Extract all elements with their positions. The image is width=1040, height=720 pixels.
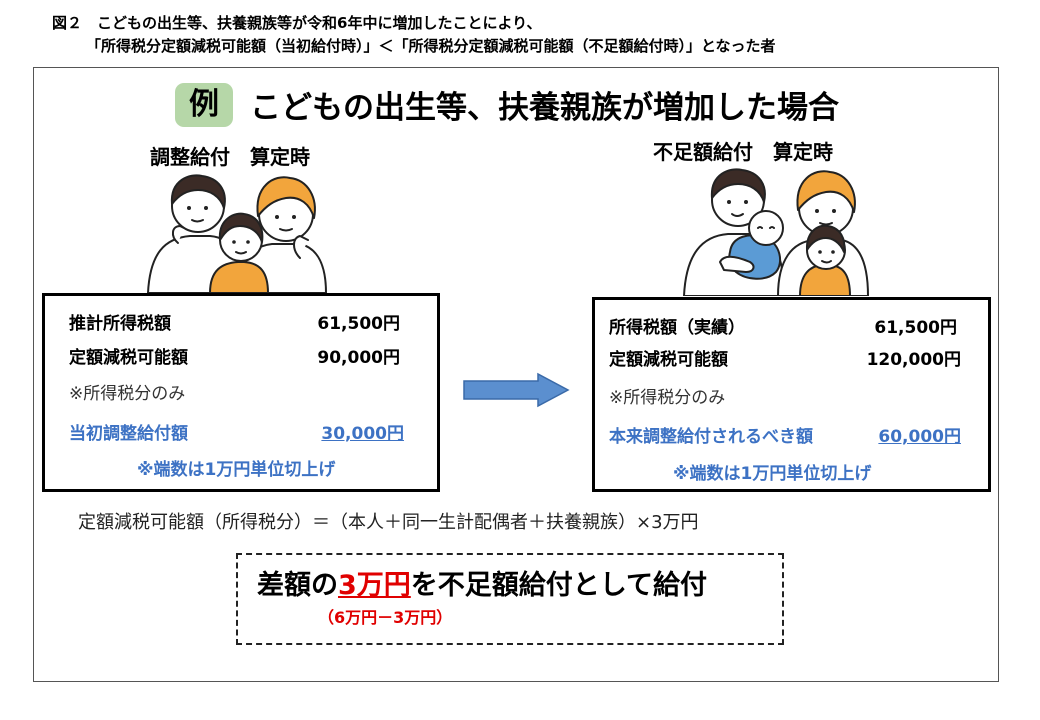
result-box — [236, 553, 784, 645]
right-row-1-amount: 61,500円 — [874, 318, 957, 338]
left-row-2-amount: 90,000円 — [317, 348, 400, 368]
result-prefix: 差額の — [257, 570, 338, 601]
left-row-2-label: 定額減税可能額 — [69, 348, 188, 368]
example-badge: 例 — [175, 83, 233, 127]
result-suffix: を不足額給付として給付 — [410, 570, 707, 601]
left-heading: 調整給付 算定時 — [150, 145, 310, 169]
right-arrow-icon — [463, 372, 570, 408]
result-breakdown: （6万円－3万円） — [318, 608, 453, 627]
left-row-1-amount: 61,500円 — [317, 314, 400, 334]
figure-caption-line1: 図２ こどもの出生等、扶養親族等が令和6年中に増加したことにより、 — [52, 14, 542, 32]
family-before-illustration — [147, 174, 327, 293]
left-highlight-label: 当初調整給付額 — [69, 424, 188, 444]
figure-caption-line2: 「所得税分定額減税可能額（当初給付時）」＜「所得税分定額減税可能額（不足額給付時… — [86, 37, 776, 55]
left-rounding-note: ※端数は1万円単位切上げ — [137, 460, 336, 480]
right-row-2-label: 定額減税可能額 — [609, 350, 728, 370]
right-note: ※所得税分のみ — [609, 388, 726, 408]
right-highlight-label: 本来調整給付されるべき額 — [609, 427, 813, 447]
right-row-2-amount: 120,000円 — [866, 350, 961, 370]
example-title: こどもの出生等、扶養親族が増加した場合 — [250, 90, 839, 126]
left-calculation-box: 推計所得税額 61,500円 定額減税可能額 90,000円 ※所得税分のみ 当… — [42, 293, 440, 492]
left-highlight-amount: 30,000円 — [321, 424, 404, 444]
right-highlight-amount: 60,000円 — [878, 427, 961, 447]
right-heading: 不足額給付 算定時 — [653, 140, 833, 164]
result-amount: 3万円 — [338, 570, 411, 601]
deduction-formula: 定額減税可能額（所得税分）＝（本人＋同一生計配偶者＋扶養親族）×3万円 — [78, 512, 699, 533]
result-statement: 差額の3万円を不足額給付として給付 — [257, 563, 707, 602]
diagram-frame — [33, 67, 999, 682]
right-row-1-label: 所得税額（実績） — [609, 318, 745, 338]
right-calculation-box: 所得税額（実績） 61,500円 定額減税可能額 120,000円 ※所得税分の… — [592, 297, 991, 492]
left-row-1-label: 推計所得税額 — [69, 314, 171, 334]
right-rounding-note: ※端数は1万円単位切上げ — [673, 464, 872, 484]
family-after-illustration — [683, 168, 869, 296]
left-note: ※所得税分のみ — [69, 384, 186, 404]
